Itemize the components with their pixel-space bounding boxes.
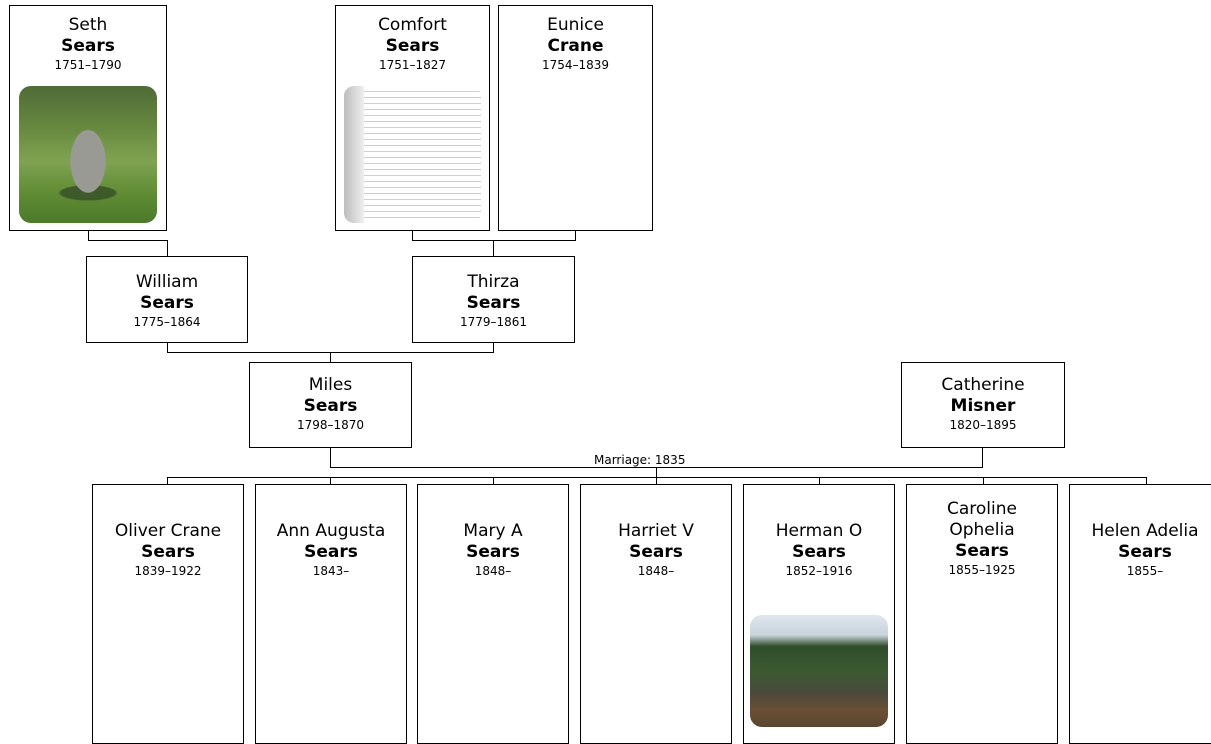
- connector-line: [819, 477, 820, 485]
- last-name: Sears: [61, 36, 115, 56]
- connector-line: [656, 477, 657, 485]
- first-name: Miles: [308, 375, 353, 395]
- connector-line: [983, 477, 984, 485]
- first-name: Helen Adelia: [1091, 521, 1199, 541]
- person-card-ann[interactable]: Ann Augusta Sears 1843–: [255, 484, 407, 744]
- life-dates: 1855–1925: [948, 563, 1016, 577]
- connector-line: [412, 230, 413, 241]
- connector-line: [167, 240, 168, 257]
- connector-line: [167, 342, 168, 353]
- first-name: Seth: [68, 15, 108, 35]
- life-dates: 1775–1864: [133, 315, 201, 329]
- life-dates: 1798–1870: [296, 418, 365, 432]
- last-name: Misner: [950, 396, 1016, 416]
- first-name: Thirza: [467, 272, 520, 292]
- first-name: William: [135, 272, 199, 292]
- person-card-oliver[interactable]: Oliver Crane Sears 1839–1922: [92, 484, 244, 744]
- last-name: Crane: [547, 36, 604, 56]
- first-name: Caroline Ophelia: [947, 499, 1017, 540]
- last-name: Sears: [1118, 542, 1172, 562]
- connector-line: [330, 477, 331, 485]
- last-name: Sears: [629, 542, 683, 562]
- last-name: Sears: [792, 542, 846, 562]
- life-dates: 1848–: [637, 564, 675, 578]
- cemetery-photo[interactable]: [750, 615, 888, 727]
- connector-line: [88, 230, 89, 241]
- first-name: Harriet V: [618, 521, 694, 541]
- connector-line: [412, 240, 576, 241]
- first-name: Mary A: [463, 521, 523, 541]
- first-name: Comfort: [378, 15, 447, 35]
- person-card-caroline[interactable]: Caroline Ophelia Sears 1855–1925: [906, 484, 1058, 744]
- life-dates: 1751–1790: [54, 58, 122, 72]
- connector-line: [330, 447, 331, 468]
- last-name: Sears: [303, 396, 358, 416]
- life-dates: 1852–1916: [785, 564, 853, 578]
- person-card-seth[interactable]: Seth Sears 1751–1790: [9, 5, 167, 231]
- last-name: Sears: [141, 542, 195, 562]
- person-card-miles[interactable]: Miles Sears 1798–1870: [249, 362, 412, 448]
- last-name: Sears: [466, 542, 520, 562]
- person-card-catherine[interactable]: Catherine Misner 1820–1895: [901, 362, 1065, 448]
- life-dates: 1779–1861: [459, 315, 528, 329]
- last-name: Sears: [955, 541, 1009, 561]
- first-name: Catherine: [941, 375, 1025, 395]
- gravestone-photo[interactable]: [19, 86, 157, 223]
- life-dates: 1855–: [1126, 564, 1164, 578]
- person-card-william[interactable]: William Sears 1775–1864: [86, 256, 248, 343]
- connector-line: [330, 352, 331, 363]
- life-dates: 1848–: [474, 564, 512, 578]
- document-photo[interactable]: [344, 86, 481, 223]
- last-name: Sears: [304, 542, 358, 562]
- last-name: Sears: [385, 36, 440, 56]
- connector-line: [1146, 477, 1147, 485]
- life-dates: 1754–1839: [541, 58, 610, 72]
- person-card-mary[interactable]: Mary A Sears 1848–: [417, 484, 569, 744]
- connector-line: [88, 240, 168, 241]
- person-card-herman[interactable]: Herman O Sears 1852–1916: [743, 484, 895, 744]
- first-name: Ann Augusta: [276, 521, 386, 541]
- person-card-harriet[interactable]: Harriet V Sears 1848–: [580, 484, 732, 744]
- connector-line: [493, 477, 494, 485]
- person-card-helen[interactable]: Helen Adelia Sears 1855–: [1069, 484, 1211, 744]
- connector-line: [656, 467, 657, 478]
- life-dates: 1843–: [312, 564, 350, 578]
- children-line: [167, 477, 1147, 478]
- last-name: Sears: [466, 293, 521, 313]
- person-card-eunice[interactable]: Eunice Crane 1754–1839: [498, 5, 653, 231]
- person-card-thirza[interactable]: Thirza Sears 1779–1861: [412, 256, 575, 343]
- first-name: Oliver Crane: [114, 521, 222, 541]
- first-name: Herman O: [775, 521, 863, 541]
- life-dates: 1839–1922: [134, 564, 202, 578]
- connector-line: [575, 230, 576, 241]
- connector-line: [982, 447, 983, 468]
- life-dates: 1751–1827: [378, 58, 447, 72]
- life-dates: 1820–1895: [949, 418, 1017, 432]
- person-card-comfort[interactable]: Comfort Sears 1751–1827: [335, 5, 490, 231]
- connector-line: [493, 240, 494, 257]
- connector-line: [167, 477, 168, 485]
- marriage-label: Marriage: 1835: [592, 453, 688, 467]
- first-name: Eunice: [547, 15, 604, 35]
- connector-line: [493, 342, 494, 353]
- last-name: Sears: [140, 293, 194, 313]
